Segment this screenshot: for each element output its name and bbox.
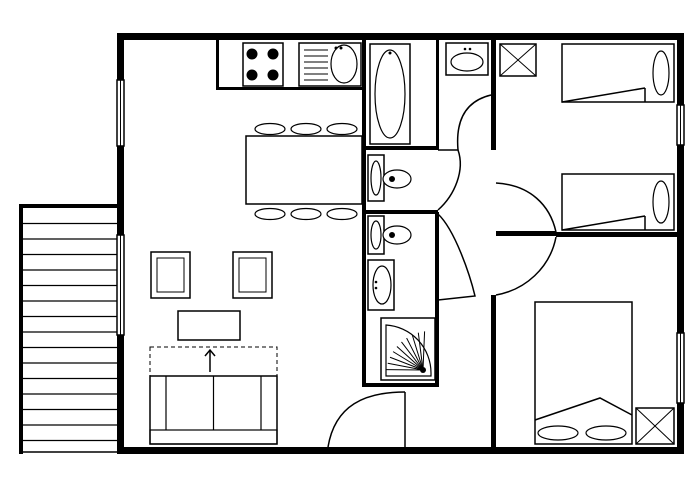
bathtub-basin <box>374 49 406 139</box>
shower-tray-line <box>417 332 424 371</box>
bedroom-west-wall-lower <box>491 295 496 451</box>
bathroom-door-swing <box>456 94 492 151</box>
bathroom-basin-bowl <box>450 52 484 72</box>
shower-room-basin-bowl <box>372 265 392 305</box>
kitchen-end-wall <box>216 40 219 90</box>
twin-bedroom-door-swing <box>495 182 557 233</box>
double-bed-pillow-right <box>585 425 627 441</box>
armchair-seat <box>156 257 185 293</box>
wet-core-south-wall <box>362 383 438 387</box>
balcony <box>19 204 122 454</box>
double-bedroom-door-swing <box>495 236 557 296</box>
coffee-table <box>177 310 241 341</box>
dining-chair <box>290 122 322 136</box>
toilet-upper-bowl <box>382 169 412 189</box>
dining-table <box>245 135 363 205</box>
dining-chair <box>254 207 286 221</box>
east-wall <box>677 33 684 454</box>
shower-tray-pattern <box>386 331 426 373</box>
shower-room-door-swing <box>437 213 476 301</box>
twin-bed-upper-blanket <box>561 87 646 103</box>
dining-chair <box>290 207 322 221</box>
shower-room-east-wall <box>435 212 439 387</box>
shower-tray-line <box>389 356 424 371</box>
shower-tray-line <box>411 334 424 371</box>
double-bed-blanket <box>534 397 633 421</box>
double-bedroom <box>534 301 675 445</box>
sink-bowl <box>330 44 358 84</box>
balcony-side-rail <box>19 204 23 454</box>
door-swings <box>327 94 557 448</box>
toilet-lower-basin <box>370 220 382 250</box>
bathroom <box>369 42 489 145</box>
interior-walls <box>216 40 677 454</box>
dining-chair <box>326 207 358 221</box>
shower-tray-line <box>396 346 424 371</box>
shower-tray-line <box>422 331 426 371</box>
bath-toilet-wall <box>366 146 438 150</box>
bedroom-divider-left <box>496 231 556 236</box>
twin-bed-upper-pillow <box>652 50 670 96</box>
kitchenette <box>242 42 362 87</box>
bath-partition <box>436 40 439 150</box>
lounge-area <box>149 251 278 445</box>
bedroom-west-wall-upper <box>491 40 496 150</box>
twin-bed-lower-pillow <box>652 180 670 224</box>
hob-burners <box>246 48 279 81</box>
bedroom-divider-right <box>556 232 677 237</box>
hob-burner <box>267 69 279 81</box>
balcony-slats <box>23 222 121 442</box>
wet-core-west-wall <box>362 40 366 385</box>
toilet-lower-bowl <box>382 225 412 245</box>
twin-bed-lower-blanket <box>561 215 646 231</box>
double-bed <box>534 301 633 445</box>
shower-room <box>367 259 436 381</box>
dining-chair <box>254 122 286 136</box>
balcony-top-rail <box>19 204 121 208</box>
toilet-upper-basin <box>370 160 382 196</box>
shower-drain <box>420 367 426 373</box>
dining-chairs <box>254 122 358 221</box>
hob-burner <box>246 48 258 60</box>
toilet-room <box>367 154 412 255</box>
shower-tray-line <box>406 337 424 371</box>
armchairs <box>150 251 273 299</box>
hob-burner <box>267 48 279 60</box>
double-bed-pillow-left <box>537 425 579 441</box>
shower-tray-line <box>392 351 424 371</box>
kitchen-counter-wall <box>216 87 366 90</box>
shower-tray-line <box>387 362 424 371</box>
entrance-door-swing <box>327 391 406 448</box>
hob-burner <box>246 69 258 81</box>
sofa-bed-extension <box>149 346 278 377</box>
toilet-door-swing <box>437 149 462 211</box>
dining-chair <box>326 122 358 136</box>
shower-tray-line <box>401 341 424 371</box>
armchair-seat <box>238 257 267 293</box>
sofa <box>149 375 278 445</box>
windows <box>116 79 685 404</box>
north-wall <box>117 33 684 40</box>
toilet-shower-wall <box>366 210 438 214</box>
dining-area <box>245 122 363 221</box>
balcony-outline <box>20 205 122 453</box>
south-wall <box>117 447 684 454</box>
twin-bedroom <box>499 43 675 231</box>
